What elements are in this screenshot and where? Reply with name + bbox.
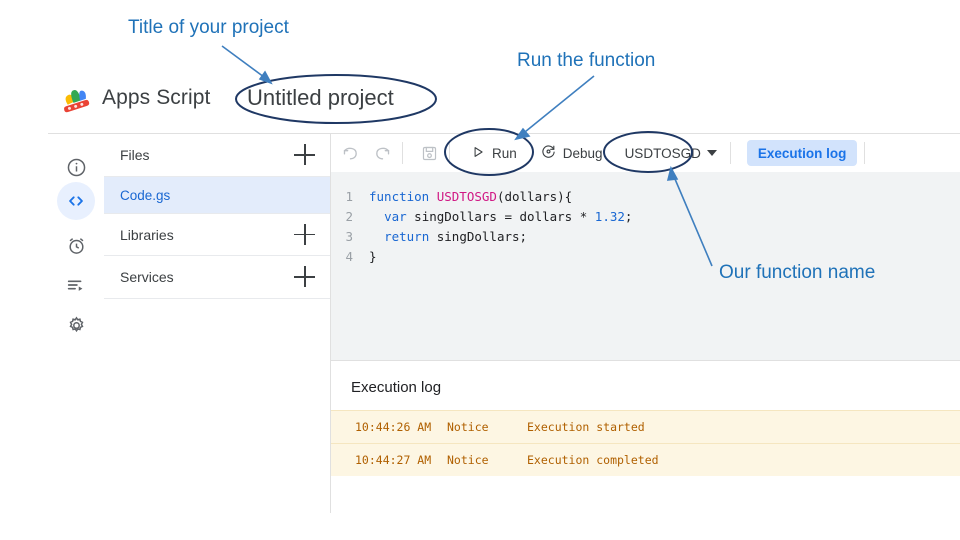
services-label: Services <box>120 269 174 285</box>
executions-icon <box>65 274 87 296</box>
add-library-button[interactable] <box>294 223 316 246</box>
toolbar-divider-2 <box>449 142 450 164</box>
undo-icon[interactable] <box>337 140 363 166</box>
debug-label: Debug <box>562 145 603 161</box>
log-level: Notice <box>447 453 489 467</box>
run-label: Run <box>492 145 517 161</box>
code-text: function USDTOSGD(dollars){ <box>369 188 573 204</box>
chevron-down-icon <box>706 150 717 156</box>
apps-script-logo-icon <box>60 84 93 117</box>
add-service-button[interactable] <box>294 266 316 288</box>
save-icon[interactable] <box>416 140 442 166</box>
annotation-title-note: Title of your project <box>128 17 289 38</box>
code-line: 2 var singDollars = dollars * 1.32; <box>331 206 960 226</box>
function-select-value: USDTOSGD <box>624 145 701 161</box>
line-number: 2 <box>345 208 353 224</box>
sidebar-item-editor[interactable] <box>57 182 95 220</box>
sidebar-item-overview[interactable] <box>57 148 95 186</box>
code-text: } <box>369 248 377 264</box>
gear-icon <box>66 315 87 336</box>
editor-toolbar: Run Debug USDTOSGD Execution log <box>331 134 960 173</box>
debug-button[interactable]: Debug <box>531 139 613 167</box>
libraries-label: Libraries <box>120 226 174 243</box>
execution-log-title: Execution log <box>351 379 442 396</box>
file-item-code-gs[interactable]: Code.gs <box>104 177 330 213</box>
alarm-clock-icon <box>66 235 87 256</box>
project-title[interactable]: Untitled project <box>247 85 394 110</box>
line-number: 1 <box>345 188 353 204</box>
info-icon <box>66 157 87 178</box>
annotation-run-note: Run the function <box>517 50 656 71</box>
editor-area: Run Debug USDTOSGD Execution log <box>331 134 960 514</box>
code-icon <box>65 190 87 212</box>
log-row: 10:44:26 AM Notice Execution started <box>331 410 960 443</box>
services-section-header: Services <box>104 256 330 299</box>
files-section-header: Files <box>104 134 330 177</box>
debug-icon <box>541 144 556 162</box>
log-time: 10:44:27 AM <box>355 453 432 467</box>
app-name: Apps Script <box>102 86 211 109</box>
files-label: Files <box>120 147 150 163</box>
toolbar-divider-4 <box>864 142 866 164</box>
toolbar-divider-3 <box>729 142 731 164</box>
sidebar-item-triggers[interactable] <box>57 226 95 264</box>
code-editor[interactable]: 1 function USDTOSGD(dollars){ 2 var singDo… <box>331 172 960 360</box>
play-icon <box>471 145 485 162</box>
code-line: 4} <box>331 246 960 266</box>
code-line: 3 return singDollars; <box>331 226 960 246</box>
redo-icon[interactable] <box>369 140 395 166</box>
function-select[interactable]: USDTOSGD <box>617 139 723 167</box>
annotation-function-note: Our function name <box>719 262 876 283</box>
code-text: return singDollars; <box>384 228 528 244</box>
code-text: var singDollars = dollars * 1.32; <box>384 208 633 224</box>
toolbar-divider <box>402 142 403 164</box>
sidebar-item-settings[interactable] <box>57 306 95 344</box>
code-line: 1 function USDTOSGD(dollars){ <box>331 186 960 206</box>
line-number: 3 <box>345 228 353 244</box>
line-number: 4 <box>345 248 353 264</box>
log-row: 10:44:27 AM Notice Execution completed <box>331 443 960 476</box>
add-file-button[interactable] <box>294 144 316 166</box>
execution-log-button[interactable]: Execution log <box>746 140 858 166</box>
run-button[interactable]: Run <box>461 139 527 167</box>
log-message: Execution completed <box>527 453 659 467</box>
libraries-section-header: Libraries <box>104 213 330 256</box>
log-message: Execution started <box>527 420 645 434</box>
sidebar-item-executions[interactable] <box>57 266 95 304</box>
files-panel: Files Code.gs Libraries Services <box>104 134 331 513</box>
log-time: 10:44:26 AM <box>355 420 432 434</box>
left-rail <box>48 134 104 513</box>
log-level: Notice <box>447 420 489 434</box>
